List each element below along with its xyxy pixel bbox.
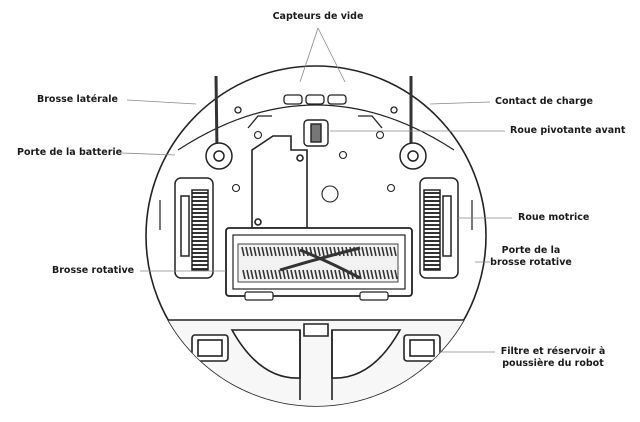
dustbin bbox=[149, 319, 483, 406]
side-brush-right bbox=[399, 76, 427, 170]
label-porte-brosse-line2: brosse rotative bbox=[490, 257, 572, 268]
caster-wheel bbox=[303, 119, 329, 147]
cliff-sensors bbox=[283, 94, 347, 105]
side-brush-left bbox=[205, 75, 233, 170]
label-filtre-reservoir: Filtre et réservoir à poussière du robot bbox=[490, 346, 616, 370]
label-filtre-line1: Filtre et réservoir à bbox=[500, 346, 606, 357]
roller-brush bbox=[237, 243, 399, 283]
label-brosse-rotative: Brosse rotative bbox=[52, 265, 135, 276]
label-porte-de-la-batterie: Porte de la batterie bbox=[17, 147, 123, 158]
label-porte-brosse-line1: Porte de la bbox=[501, 245, 561, 256]
label-capteurs-de-vide: Capteurs de vide bbox=[272, 11, 364, 22]
label-roue-motrice: Roue motrice bbox=[518, 212, 590, 223]
charge-contacts bbox=[234, 106, 398, 129]
battery-door bbox=[251, 135, 308, 229]
leader-lines bbox=[121, 27, 512, 353]
drive-wheel-left bbox=[174, 177, 214, 279]
drive-wheel-right bbox=[419, 177, 459, 279]
label-porte-brosse-rotative: Porte de la brosse rotative bbox=[486, 245, 576, 269]
label-roue-pivotante-avant: Roue pivotante avant bbox=[510, 125, 626, 136]
label-brosse-laterale: Brosse latérale bbox=[37, 94, 118, 105]
label-filtre-line2: poussière du robot bbox=[502, 358, 604, 369]
label-contact-de-charge: Contact de charge bbox=[495, 96, 593, 107]
